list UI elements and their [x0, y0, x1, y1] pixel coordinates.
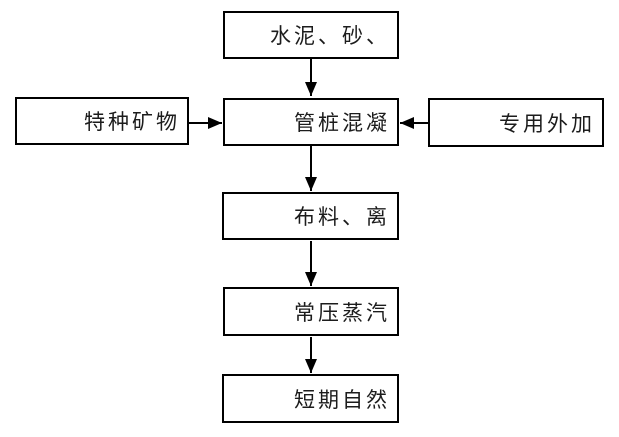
flow-node-special-minerals-label: 特种矿物: [84, 110, 180, 134]
flow-node-natural-curing: 短期自然: [222, 374, 399, 423]
flow-node-natural-curing-label: 短期自然: [294, 387, 390, 412]
flow-node-steam-curing: 常压蒸汽: [223, 287, 399, 336]
flow-node-pile-concrete: 管桩混凝: [223, 98, 399, 146]
flow-node-special-admixture-label: 专用外加: [499, 111, 595, 136]
flow-node-materials: 水泥、砂、: [223, 11, 399, 59]
flow-node-distribution-label: 布料、离: [294, 205, 390, 229]
flow-node-special-admixture: 专用外加: [428, 98, 604, 147]
flow-node-distribution: 布料、离: [222, 192, 399, 240]
flow-node-special-minerals: 特种矿物: [15, 97, 189, 145]
flow-node-materials-label: 水泥、砂、: [270, 24, 390, 48]
flow-node-pile-concrete-label: 管桩混凝: [294, 111, 390, 135]
flow-node-steam-curing-label: 常压蒸汽: [294, 300, 390, 325]
